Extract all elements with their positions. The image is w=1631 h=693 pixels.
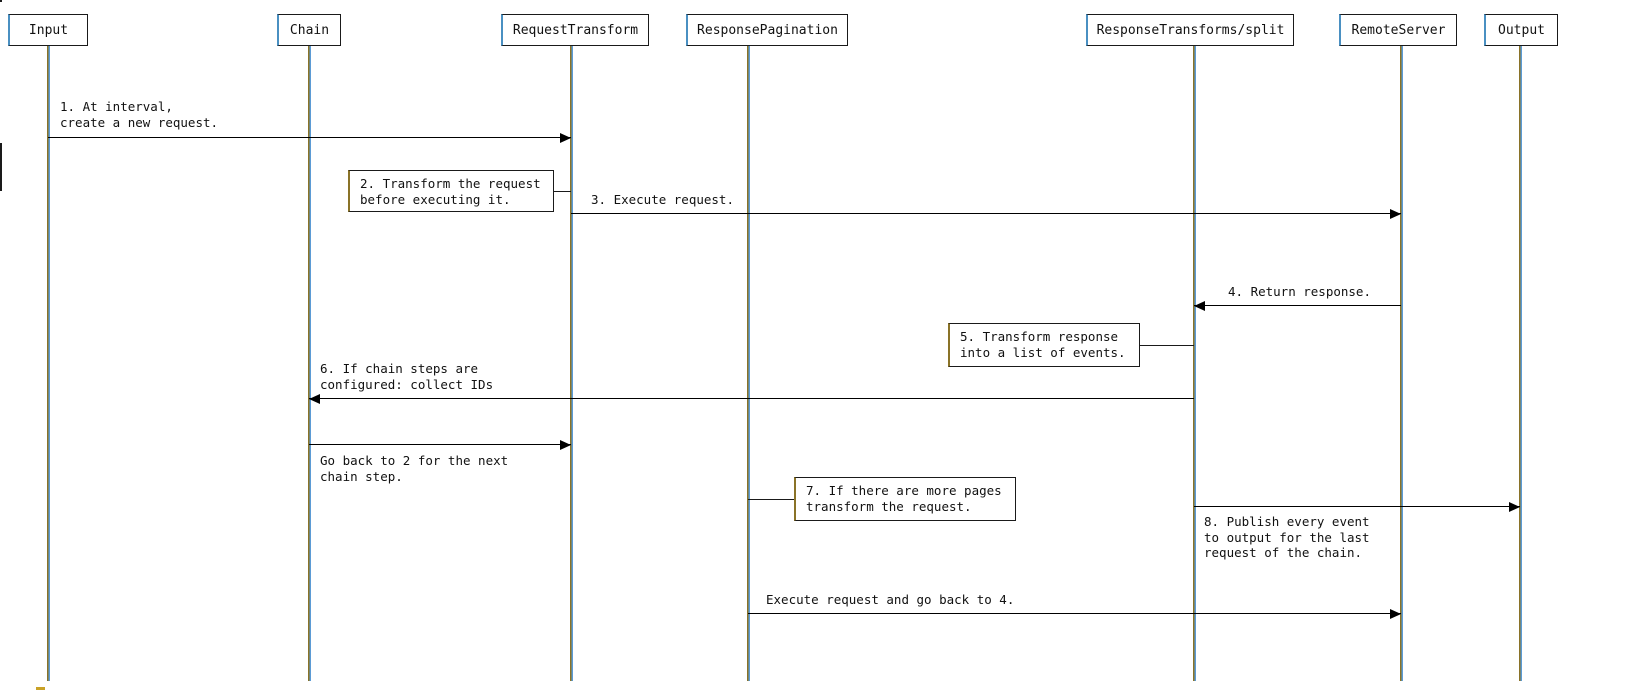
arrowhead-right-icon <box>560 133 571 143</box>
arrowhead-right-icon <box>1390 609 1401 619</box>
note-connector-note2 <box>554 191 571 192</box>
message-label-m6: 6. If chain steps are configured: collec… <box>320 361 494 392</box>
lifeline-output <box>1519 46 1522 681</box>
message-line-m_goback2 <box>309 444 571 445</box>
participant-request_transform[interactable]: RequestTransform <box>501 14 649 46</box>
page-edge-mark-upper <box>0 143 2 189</box>
arrowhead-right-icon <box>560 440 571 450</box>
page-corner-tick <box>36 687 45 690</box>
message-label-m_goback2: Go back to 2 for the next chain step. <box>320 453 509 484</box>
arrowhead-right-icon <box>1509 502 1520 512</box>
note-text: 5. Transform response into a list of eve… <box>960 329 1126 360</box>
message-line-m1 <box>48 137 571 138</box>
lifeline-input <box>47 46 50 681</box>
note-connector-note5 <box>1140 345 1194 346</box>
lifeline-response_pagination <box>747 46 750 681</box>
message-label-m3: 3. Execute request. <box>591 192 734 207</box>
participant-label: Output <box>1498 22 1545 38</box>
arrowhead-right-icon <box>1390 209 1401 219</box>
participant-label: Input <box>28 22 69 38</box>
participant-response_transforms[interactable]: ResponseTransforms/split <box>1086 14 1294 46</box>
lifeline-chain <box>308 46 311 681</box>
message-label-m8: 8. Publish every event to output for the… <box>1204 514 1370 560</box>
participant-response_pagination[interactable]: ResponsePagination <box>686 14 848 46</box>
participant-remote_server[interactable]: RemoteServer <box>1339 14 1457 46</box>
note-note2: 2. Transform the request before executin… <box>348 170 554 212</box>
message-line-m3 <box>571 213 1401 214</box>
participant-input[interactable]: Input <box>8 14 88 46</box>
lifeline-request_transform <box>570 46 573 681</box>
participant-label: RemoteServer <box>1351 22 1446 38</box>
participant-output[interactable]: Output <box>1484 14 1558 46</box>
message-line-m4 <box>1194 305 1401 306</box>
participant-chain[interactable]: Chain <box>277 14 341 46</box>
participant-label: RequestTransform <box>512 22 639 38</box>
message-label-m_exec_goback4: Execute request and go back to 4. <box>766 592 1015 607</box>
note-connector-note7 <box>748 499 794 500</box>
message-label-m1: 1. At interval, create a new request. <box>60 99 219 130</box>
message-line-m6 <box>309 398 1194 399</box>
message-line-m8 <box>1194 506 1520 507</box>
page-edge-mark-lower <box>0 189 2 191</box>
participant-label: ResponsePagination <box>697 22 838 38</box>
note-note7: 7. If there are more pages transform the… <box>794 477 1016 521</box>
note-text: 7. If there are more pages transform the… <box>806 483 1002 514</box>
arrowhead-left-icon <box>1194 301 1205 311</box>
lifeline-response_transforms <box>1193 46 1196 681</box>
lifeline-remote_server <box>1400 46 1403 681</box>
note-note5: 5. Transform response into a list of eve… <box>948 323 1140 367</box>
message-label-m4: 4. Return response. <box>1228 284 1371 299</box>
note-text: 2. Transform the request before executin… <box>360 176 541 207</box>
participant-label: ResponseTransforms/split <box>1096 22 1285 38</box>
participant-label: Chain <box>289 22 330 38</box>
page-edge-mark-top <box>0 0 2 2</box>
arrowhead-left-icon <box>309 394 320 404</box>
message-line-m_exec_goback4 <box>748 613 1401 614</box>
